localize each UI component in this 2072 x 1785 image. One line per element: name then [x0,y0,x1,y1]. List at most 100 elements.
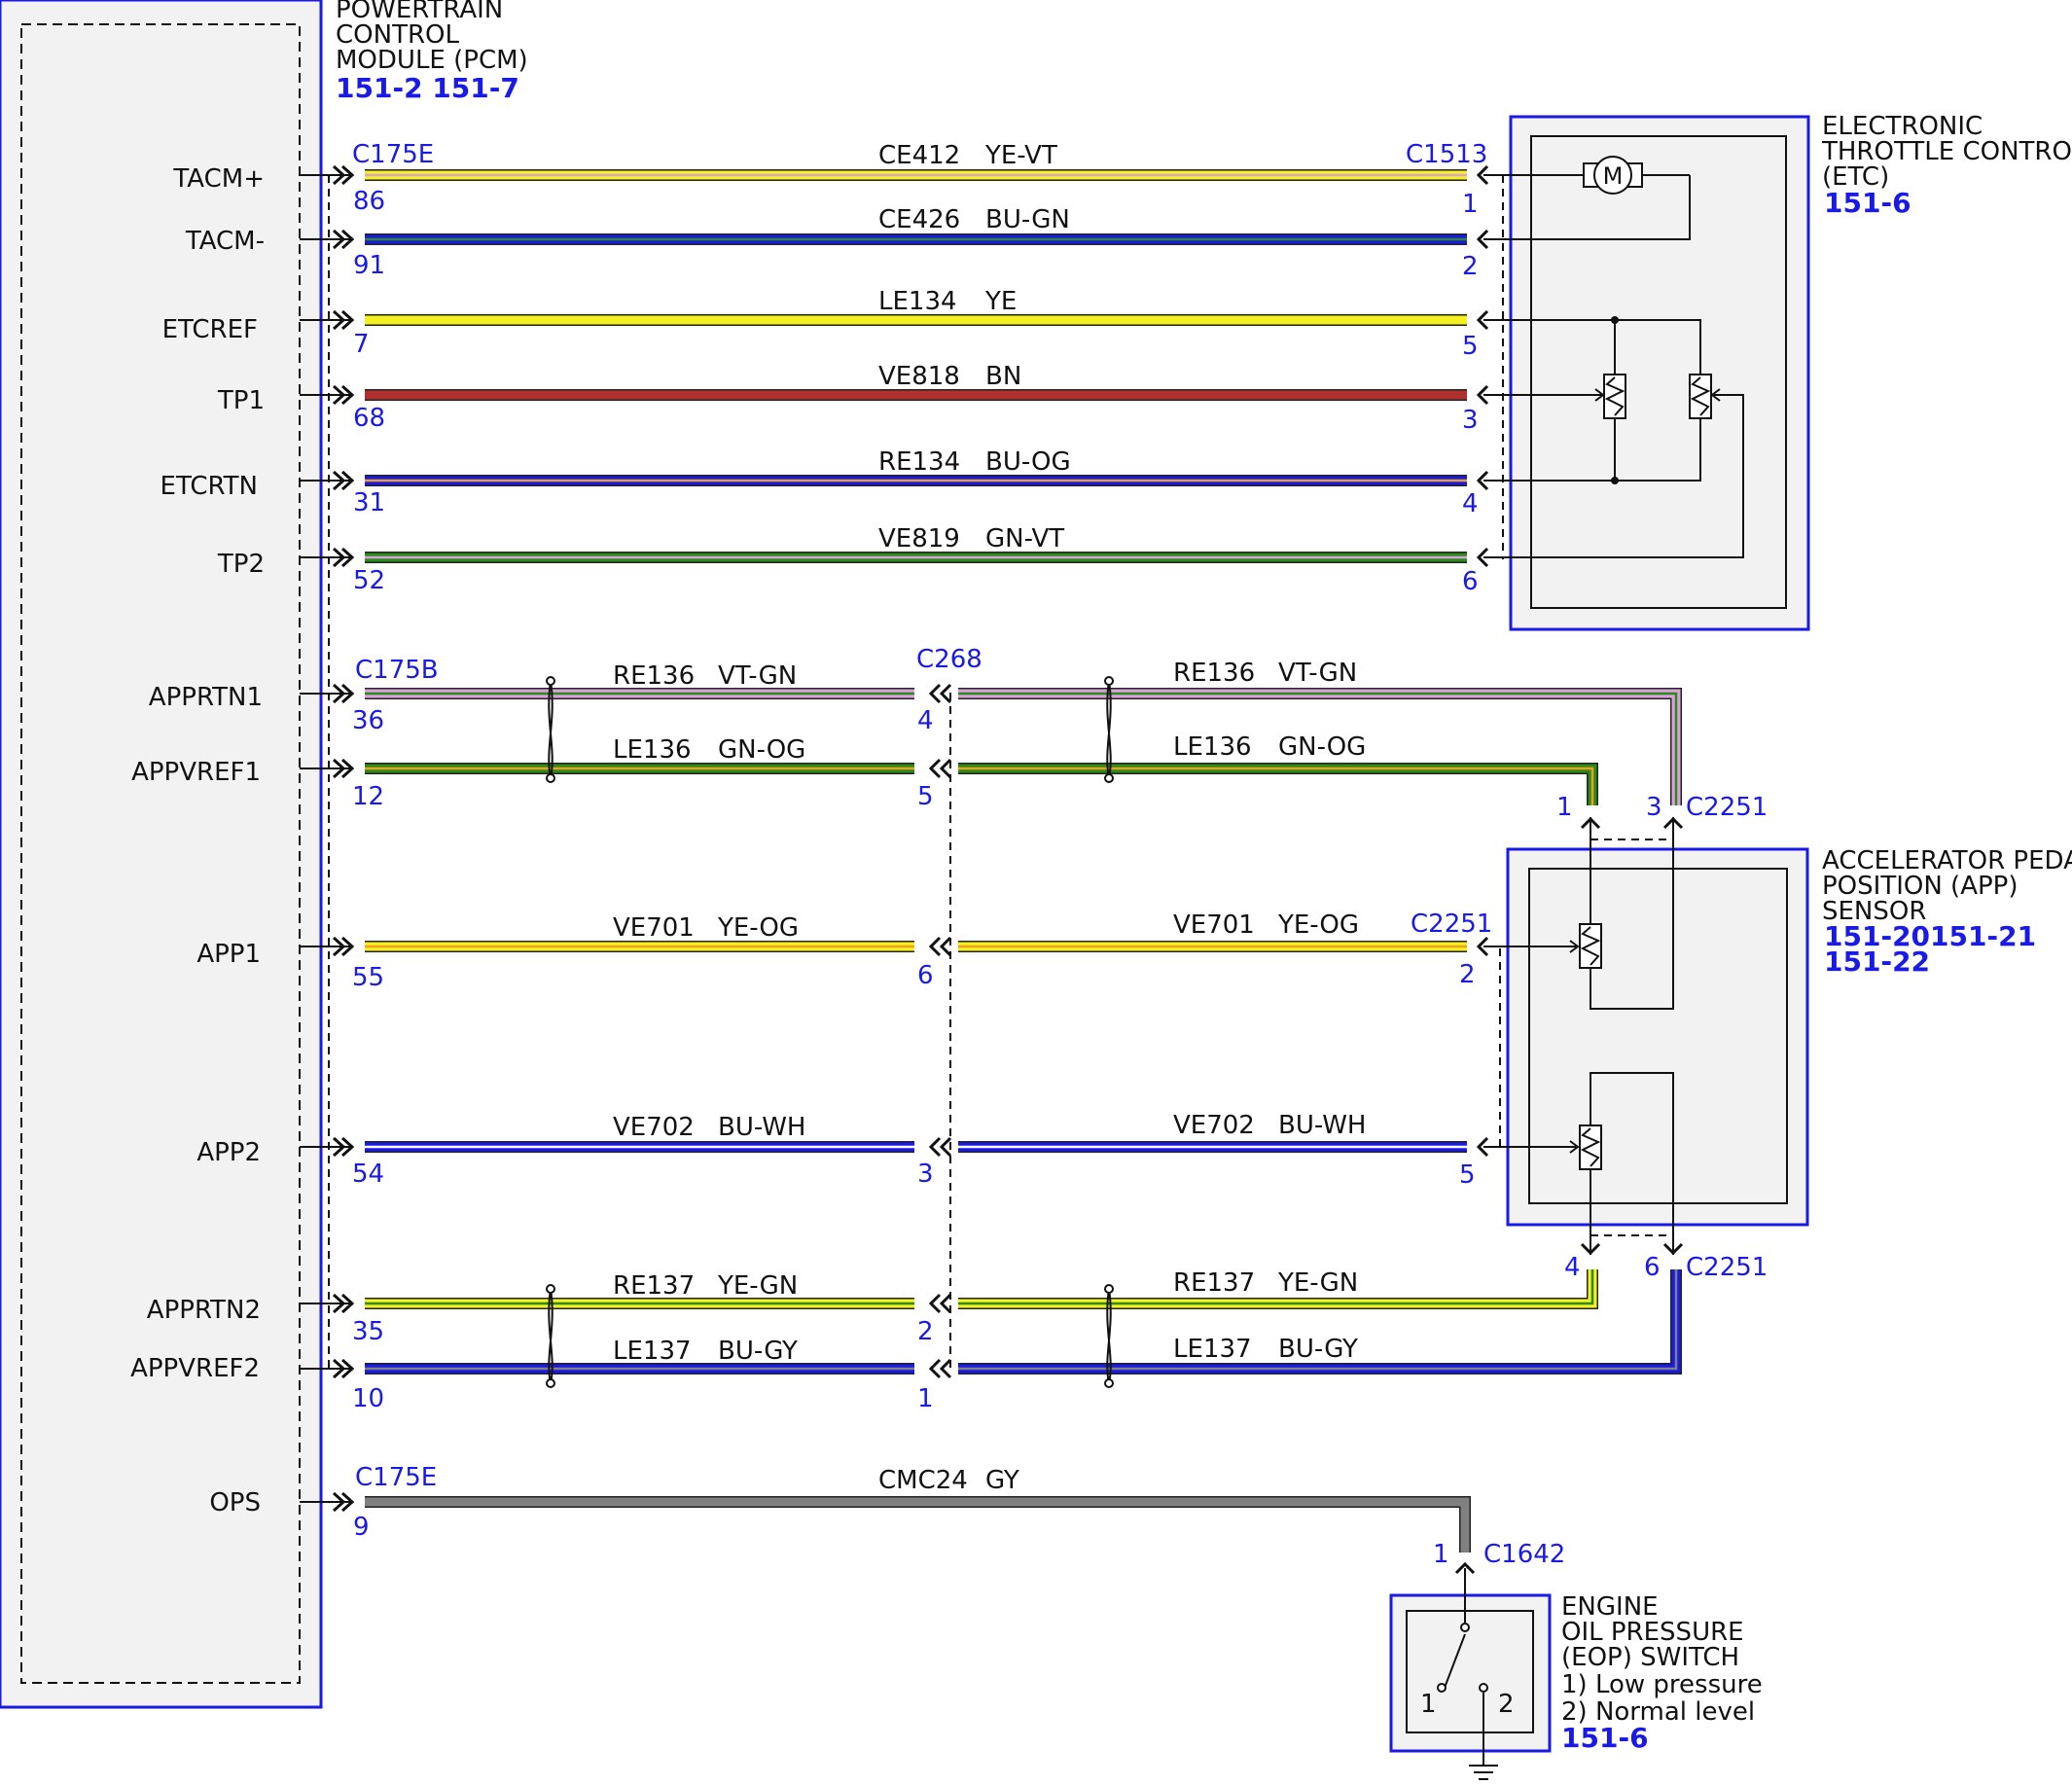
wire-layer [365,169,1682,1553]
eop-title-line-2: OIL PRESSURE [1561,1618,1744,1647]
pin-label-tp2: TP2 [217,550,265,579]
circuit-le137-right: LE137 [1173,1335,1252,1364]
circuit-le137-left: LE137 [613,1337,692,1366]
c268-pin-6: 6 [917,961,934,990]
pcm-arrow-4 [332,470,346,491]
eop-contact-1: 1 [1420,1690,1437,1719]
app-title-line-1: ACCELERATOR PEDAL [1822,846,2072,875]
etc-title-line-2: THROTTLE CONTROL [1821,137,2072,166]
pcm-arrow-7 [332,758,346,779]
wire-le137-right [958,1269,1682,1374]
circuit-re136-left: RE136 [613,661,695,691]
pcm-module-box [0,0,323,1709]
color-ye-og-right: YE-OG [1277,910,1359,940]
wire-le136-right-outline [958,763,1598,805]
pcm-pin-31: 31 [353,488,385,518]
connector-c268: C268 [916,645,982,674]
connector-c175e-top: C175E [352,140,434,169]
circuit-re136-right: RE136 [1173,659,1255,688]
pin-label-app2: APP2 [196,1138,261,1167]
wire-re137-right-stripe [958,1269,1594,1305]
connector-c175b: C175B [355,656,439,685]
pcm-arrow-b-7 [340,758,355,779]
wire-re136-right [958,688,1682,805]
app-inner-box [1528,868,1788,1204]
twist-mark-app1-right [1104,676,1114,783]
c268-arrow-b-3 [939,1136,952,1158]
c268-arrow-b-1 [939,758,952,779]
pin-label-apprtn2: APPRTN2 [147,1296,261,1325]
pcm-arrow-3 [332,384,346,406]
etc-internal-wiring [1483,174,1744,558]
twisted-pair-marks [546,676,1114,1388]
circuit-re137-right: RE137 [1173,1268,1255,1298]
app-arrow-app1 [1476,936,1489,957]
color-gy: GY [985,1466,1019,1495]
c268-pin-3: 3 [917,1160,934,1189]
etc-arrow-3 [1476,384,1489,406]
color-bu-gy-left: BU-GY [718,1337,798,1366]
wire-le137-right-stripe [958,1269,1678,1371]
c268-arrow-a-1 [928,758,942,779]
etc-arrow-1 [1476,229,1489,250]
connector-c1513: C1513 [1406,140,1487,169]
app-sensor-component: ACCELERATOR PEDAL POSITION (APP) SENSOR … [1483,817,2072,1255]
pcm-pin-54: 54 [352,1160,384,1189]
pcm-arrow-6 [332,683,346,704]
pcm-pin-86: 86 [353,187,385,216]
eop-switch-component: ENGINE OIL PRESSURE (EOP) SWITCH 1) Low … [1389,1568,1763,1780]
etc-pin-3: 3 [1462,406,1479,435]
pin-label-tacm-plus: TACM+ [172,164,265,194]
pcm-arrow-10 [332,1293,346,1314]
wire-le136-right-stripe [958,767,1594,805]
eop-title-line-1: ENGINE [1561,1592,1659,1622]
color-bn: BN [985,362,1021,391]
circuit-ve702-right: VE702 [1173,1111,1255,1140]
pcm-pin-68: 68 [353,404,385,433]
etc-pin-1: 1 [1462,190,1479,219]
circuit-ve701-left: VE701 [613,913,695,943]
color-ye-gn-left: YE-GN [717,1271,798,1301]
etc-inner-box [1530,135,1787,609]
etc-arrow-0 [1476,164,1489,186]
twist-mark-app1-left [546,676,555,783]
circuit-re137-left: RE137 [613,1271,695,1301]
pcm-arrow-b-2 [340,309,355,331]
motor-symbol: M [1603,162,1624,190]
pcm-arrow-b-9 [340,1136,355,1158]
circuit-ve819: VE819 [878,524,960,553]
eop-title-line-5: 2) Normal level [1561,1697,1755,1727]
pcm-pin-stubs [300,164,355,1513]
pcm-module-inner-border [20,23,301,1684]
color-ye-vt: YE-VT [984,141,1057,170]
pcm-arrow-b-8 [340,936,355,957]
eop-ref: 151-6 [1561,1722,1649,1754]
pin-label-tp1: TP1 [217,386,265,415]
pcm-arrow-5 [332,547,346,568]
color-bu-gy-right: BU-GY [1278,1335,1358,1364]
pcm-arrow-b-11 [340,1358,355,1379]
etc-outer-box [1509,115,1810,631]
connector-dash-lines [328,175,1673,1372]
pcm-arrow-b-1 [340,229,355,250]
pcm-arrow-0 [332,164,346,186]
circuit-cmc24: CMC24 [878,1466,968,1495]
pin-label-tacm-minus: TACM- [185,227,265,256]
color-gn-og-left: GN-OG [718,735,805,765]
pcm-pin-35: 35 [352,1317,384,1346]
app-outer-box [1506,847,1809,1227]
app-arrow-pin6 [1662,1242,1684,1256]
circuit-ce426: CE426 [878,205,960,234]
wire-cmc24-outline [365,1496,1471,1553]
pcm-arrow-b-0 [340,164,355,186]
connector-c2251-upper: C2251 [1686,793,1768,822]
wire-re137-right-outline [958,1269,1598,1309]
app-title-line-3: SENSOR [1822,897,1926,926]
eop-arrow-pin1 [1454,1561,1476,1575]
pin-label-appvref2: APPVREF2 [130,1354,260,1383]
pcm-pin-10: 10 [352,1384,384,1413]
c268-arrow-b-2 [939,936,952,957]
pcm-title-line-1: POWERTRAIN [336,0,503,24]
wire-re136-right-stripe [958,692,1678,805]
